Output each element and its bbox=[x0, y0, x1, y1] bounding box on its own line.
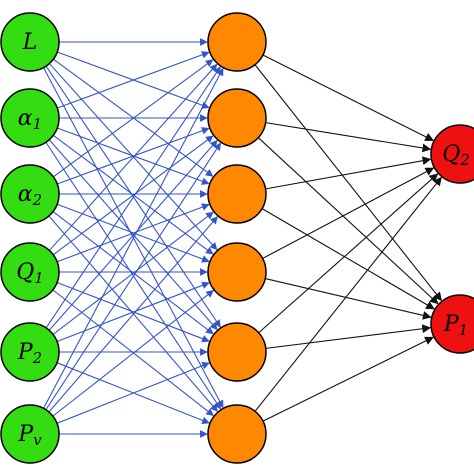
input-hidden-edge bbox=[52, 135, 214, 256]
input-node-6-symbol: P bbox=[17, 422, 34, 447]
input-node-2-label: α1 bbox=[18, 106, 42, 134]
hidden-node-1 bbox=[207, 12, 267, 72]
hidden-node-4 bbox=[207, 242, 267, 302]
output-node-2-symbol: P bbox=[443, 312, 460, 337]
hidden-node-2 bbox=[207, 88, 267, 148]
input-node-4-symbol: Q bbox=[16, 260, 34, 285]
input-node-2 bbox=[0, 88, 60, 148]
input-node-4 bbox=[0, 242, 60, 302]
hidden-output-edge bbox=[262, 167, 435, 259]
input-node-6 bbox=[0, 404, 60, 464]
hidden-output-edge bbox=[265, 156, 432, 190]
input-node-5-subscript: 2 bbox=[32, 349, 43, 367]
input-node-2-symbol: α bbox=[18, 106, 33, 131]
input-node-3 bbox=[0, 164, 60, 224]
hidden-node-5 bbox=[207, 322, 267, 382]
hidden-output-edge bbox=[258, 173, 439, 334]
input-hidden-edge bbox=[45, 66, 221, 329]
input-node-1 bbox=[0, 12, 60, 72]
input-node-6-label: Pv bbox=[17, 422, 42, 450]
input-node-5 bbox=[0, 322, 60, 382]
input-hidden-edge bbox=[43, 67, 224, 409]
output-node-1-label: Q2 bbox=[442, 142, 470, 170]
hidden-output-edge bbox=[257, 137, 439, 305]
hidden-output-edge bbox=[265, 278, 432, 320]
output-node-2-subscript: 1 bbox=[459, 321, 469, 339]
input-node-4-label: Q1 bbox=[16, 260, 44, 288]
input-hidden-edge bbox=[45, 142, 222, 411]
hidden-node-6 bbox=[207, 404, 267, 464]
input-hidden-edge bbox=[52, 211, 214, 335]
input-hidden-edge bbox=[57, 127, 210, 185]
input-hidden-edge bbox=[56, 362, 210, 424]
input-node-2-subscript: 1 bbox=[33, 115, 43, 133]
input-node-6-subscript: v bbox=[33, 431, 42, 449]
input-node-1-label: L bbox=[22, 30, 38, 55]
input-hidden-edge bbox=[48, 63, 218, 251]
input-hidden-edge bbox=[57, 51, 210, 109]
input-hidden-edge bbox=[56, 203, 210, 263]
input-hidden-edge bbox=[56, 281, 210, 343]
hidden-output-edge bbox=[254, 64, 442, 302]
output-node-1 bbox=[430, 124, 474, 184]
output-node-1-symbol: Q bbox=[442, 142, 460, 167]
input-node-3-label: α2 bbox=[18, 182, 42, 210]
input-node-3-symbol: α bbox=[18, 182, 33, 207]
hidden-node-3 bbox=[207, 164, 267, 224]
input-node-3-subscript: 2 bbox=[32, 191, 43, 209]
hidden-output-edge bbox=[265, 324, 432, 349]
input-hidden-edge bbox=[48, 139, 218, 331]
input-hidden-edge bbox=[48, 216, 218, 413]
input-node-1-symbol: L bbox=[22, 30, 38, 55]
hidden-output-edge bbox=[265, 122, 432, 153]
output-node-2 bbox=[430, 294, 474, 354]
input-hidden-connections bbox=[43, 38, 224, 438]
output-node-2-label: P1 bbox=[443, 312, 468, 340]
hidden-output-connections bbox=[254, 54, 442, 422]
hidden-output-edge bbox=[262, 54, 434, 142]
hidden-output-edge bbox=[262, 336, 434, 422]
input-node-5-label: P2 bbox=[17, 340, 42, 368]
hidden-layer bbox=[207, 12, 267, 464]
output-node-1-subscript: 2 bbox=[459, 151, 470, 169]
hidden-output-edge bbox=[254, 176, 442, 412]
hidden-output-edge bbox=[261, 208, 435, 310]
input-hidden-edge bbox=[52, 290, 214, 417]
input-hidden-edge bbox=[53, 59, 214, 178]
input-node-4-subscript: 1 bbox=[34, 269, 44, 287]
input-node-5-symbol: P bbox=[17, 340, 34, 365]
